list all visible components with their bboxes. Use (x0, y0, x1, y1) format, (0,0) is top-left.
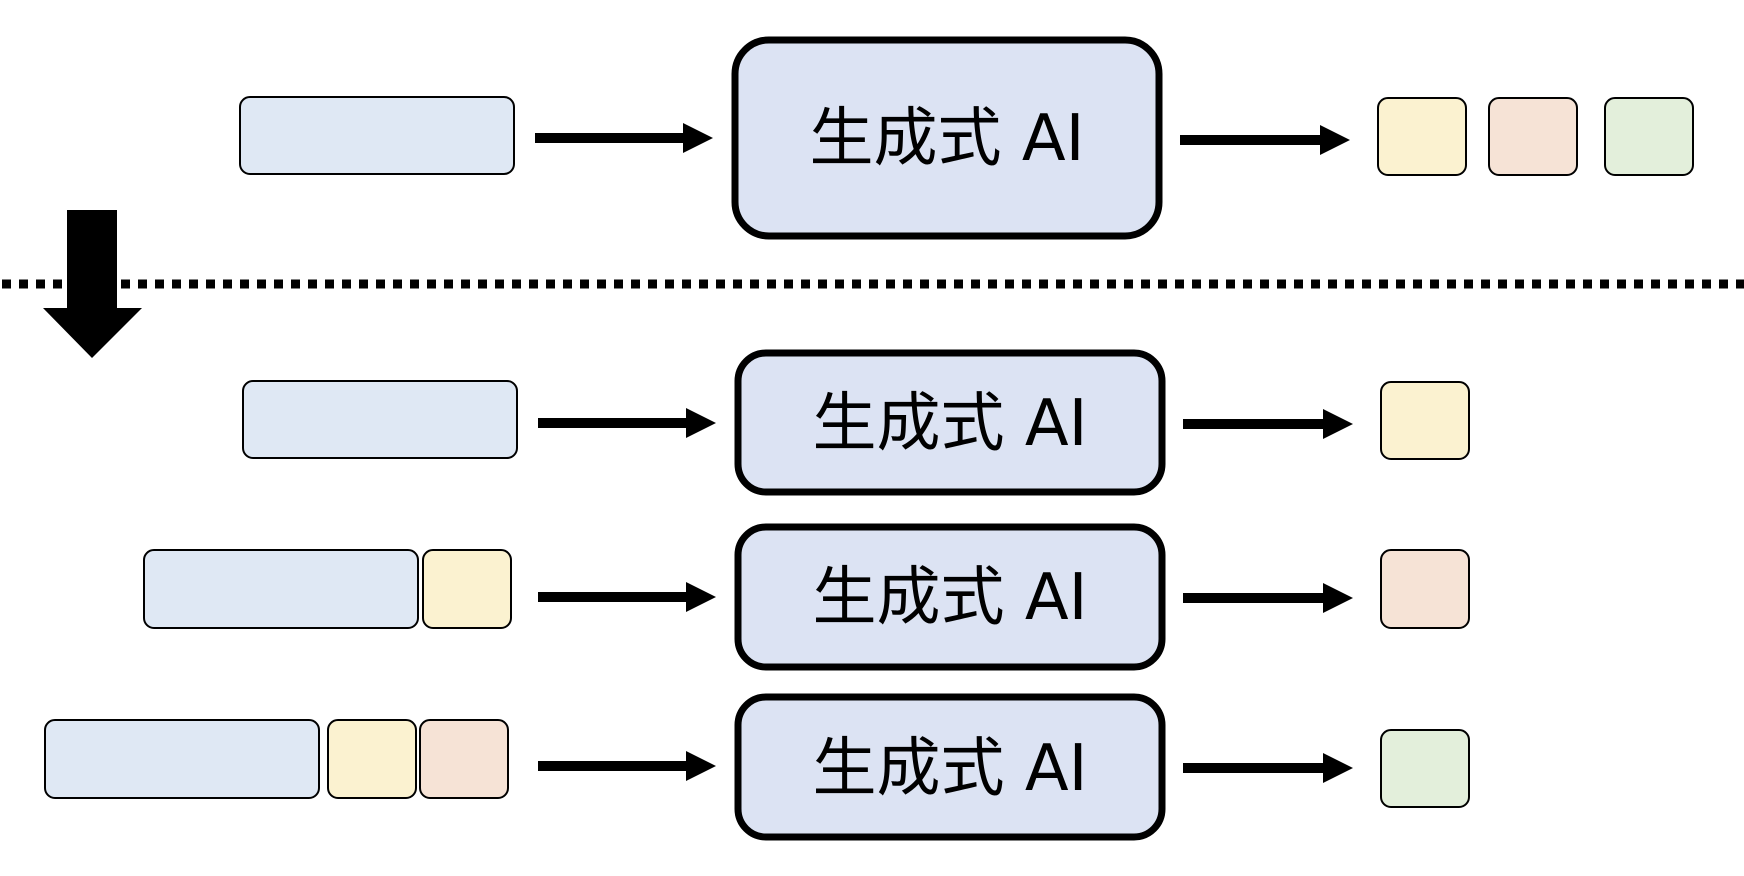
ai-model-label: 生成式 AI (810, 102, 1085, 176)
output-token-yellow (1380, 381, 1470, 460)
ai-model-label: 生成式 AI (813, 387, 1088, 461)
ai-model-box (731, 36, 1163, 240)
step-row-3: 生成式 AI (44, 693, 1470, 841)
step3-input-token-peach (419, 719, 509, 799)
step3-input-token-yellow (327, 719, 417, 799)
top-input-box (239, 96, 515, 175)
right-arrow-icon (538, 751, 716, 781)
ai-model-box (734, 349, 1166, 496)
step2-input-box (143, 549, 419, 629)
ai-model-label: 生成式 AI (813, 732, 1088, 806)
output-token-green (1604, 97, 1694, 176)
right-arrow-icon (535, 123, 713, 153)
step-row-2: 生成式 AI (143, 523, 1470, 671)
output-token-peach (1488, 97, 1578, 176)
right-arrow-icon (538, 408, 716, 438)
down-arrow-icon (43, 210, 142, 358)
right-arrow-icon (1183, 753, 1353, 783)
output-token-yellow (1377, 97, 1467, 176)
step3-input-box (44, 719, 320, 799)
right-arrow-icon (538, 582, 716, 612)
ai-model-box (734, 523, 1166, 671)
step2-input-token-yellow (422, 549, 512, 629)
right-arrow-icon (1180, 125, 1350, 155)
step1-input-box (242, 380, 518, 459)
output-token-peach (1380, 549, 1470, 629)
step-row-1: 生成式 AI (242, 349, 1470, 496)
top-row: 生成式 AI (239, 36, 1694, 240)
right-arrow-icon (1183, 583, 1353, 613)
ai-model-box (734, 693, 1166, 841)
right-arrow-icon (1183, 409, 1353, 439)
ai-model-label: 生成式 AI (813, 561, 1088, 635)
output-token-green (1380, 729, 1470, 808)
